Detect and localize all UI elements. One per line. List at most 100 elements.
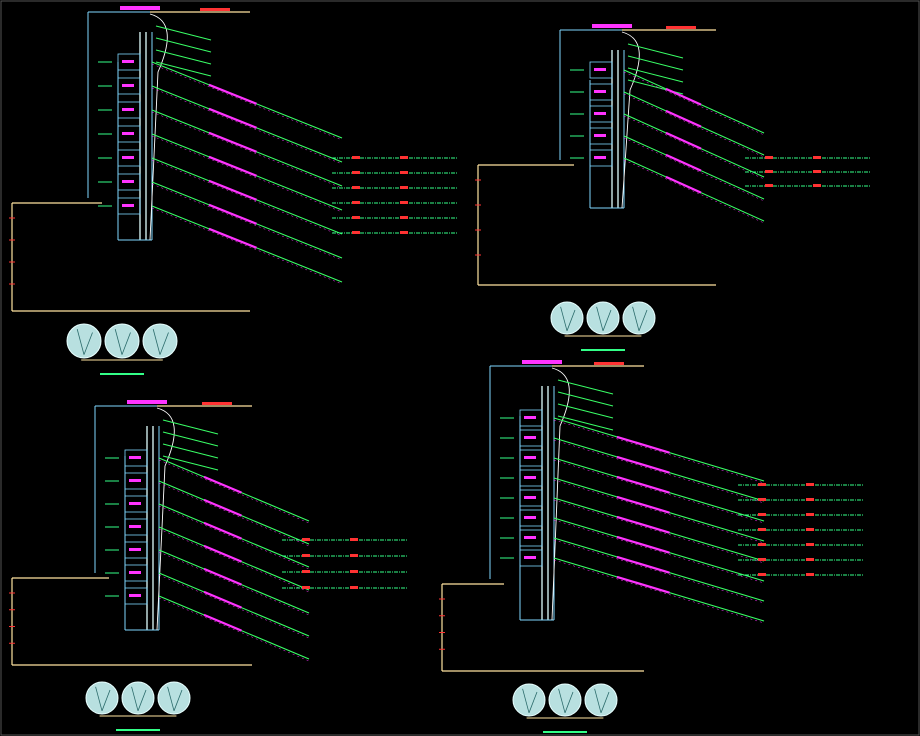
- anchor-grout: [158, 505, 310, 570]
- spec-tag: [806, 573, 814, 576]
- soil-nail: [627, 55, 684, 71]
- anchor-grout: [151, 87, 343, 165]
- wale-box: [117, 173, 141, 191]
- spec-tag: [352, 231, 360, 234]
- anchor-grout: [553, 459, 765, 524]
- wale-box: [519, 449, 543, 467]
- pile-rebar-line: [137, 689, 147, 711]
- level-tag: [524, 516, 536, 519]
- anchor-grout: [553, 439, 765, 504]
- wale-box: [117, 101, 141, 119]
- anchor-grout: [151, 63, 343, 141]
- anchor-free-length: [203, 567, 242, 586]
- spec-tag: [352, 171, 360, 174]
- ground-anchors: [623, 69, 765, 224]
- spec-tag: [813, 184, 821, 187]
- pile-rebar-line: [632, 306, 640, 331]
- wale-box: [519, 489, 543, 507]
- level-tag: [524, 456, 536, 459]
- anchor-grout: [151, 183, 343, 261]
- wale-box: [519, 469, 543, 487]
- wale-box: [589, 61, 613, 79]
- pile-circle: [622, 301, 656, 335]
- anchor-grout: [151, 135, 343, 213]
- spec-tag: [765, 184, 773, 187]
- pile-circle: [157, 681, 191, 715]
- spec-tag: [758, 528, 766, 531]
- top-label-mark: [120, 6, 160, 10]
- pile-circle: [66, 323, 102, 359]
- pile-circle: [142, 323, 178, 359]
- soil-nail: [155, 61, 212, 77]
- wale-box: [124, 472, 148, 490]
- anchor-free-length: [665, 131, 702, 150]
- level-tag: [122, 156, 134, 159]
- wale-box: [117, 197, 141, 215]
- ground-outline: [475, 164, 716, 286]
- level-tag: [524, 476, 536, 479]
- anchor-grout: [158, 459, 310, 524]
- pile-rebar-line: [600, 691, 610, 713]
- soil-nail: [155, 49, 212, 65]
- spec-tag: [350, 554, 358, 557]
- pile-cross-section: [550, 301, 656, 351]
- spec-tag: [302, 554, 310, 557]
- anchor-grout: [151, 207, 343, 285]
- anchor-grout: [553, 479, 765, 544]
- wale-box: [117, 149, 141, 167]
- pile-circle: [512, 683, 546, 717]
- anchor-free-length: [616, 495, 670, 514]
- anchor-spec-table: [332, 156, 457, 234]
- anchor-free-length: [203, 475, 242, 494]
- wale-box: [519, 429, 543, 447]
- spec-tag: [806, 483, 814, 486]
- pile-rebar-line: [173, 689, 183, 711]
- retaining-wall: [559, 24, 696, 209]
- soil-nail: [155, 25, 212, 41]
- spec-tag: [806, 558, 814, 561]
- pile-cross-section: [85, 681, 191, 731]
- section-top-left: [9, 6, 457, 375]
- spec-tag: [813, 156, 821, 159]
- slope-face: [156, 407, 175, 631]
- pile-rebar-line: [560, 306, 568, 331]
- spec-tag: [765, 170, 773, 173]
- wale-box: [519, 529, 543, 547]
- level-tag: [524, 416, 536, 419]
- pile-circle: [548, 683, 582, 717]
- spec-tag: [806, 513, 814, 516]
- pile-circle: [121, 681, 155, 715]
- anchor-free-length: [208, 83, 257, 105]
- wale-box: [124, 564, 148, 582]
- pile-circle: [586, 301, 620, 335]
- anchor-spec-table: [745, 156, 870, 187]
- pile-rebar-line: [522, 688, 530, 713]
- anchor-grout: [158, 574, 310, 639]
- anchor-grout: [623, 137, 765, 202]
- level-tag: [594, 68, 606, 71]
- anchor-grout: [553, 519, 765, 584]
- anchor-free-length: [203, 498, 242, 517]
- pile-rebar-line: [131, 686, 139, 711]
- retaining-wall: [87, 6, 230, 241]
- pile-rebar-line: [152, 328, 161, 355]
- ground-outline: [9, 577, 252, 666]
- anchor-grout: [158, 597, 310, 662]
- spec-tag: [400, 186, 408, 189]
- anchor-spec-table: [282, 538, 407, 589]
- pile-rebar-line: [594, 688, 602, 713]
- anchor-free-length: [665, 153, 702, 172]
- level-tag: [129, 456, 141, 459]
- pile-rebar-line: [95, 686, 103, 711]
- spec-tag: [758, 498, 766, 501]
- pile-rebar-line: [159, 332, 169, 355]
- wale-box: [589, 105, 613, 123]
- level-tag: [122, 84, 134, 87]
- anchor-grout: [553, 559, 765, 624]
- spec-tag: [806, 543, 814, 546]
- level-tag: [122, 204, 134, 207]
- spec-tag: [758, 483, 766, 486]
- level-tag: [122, 132, 134, 135]
